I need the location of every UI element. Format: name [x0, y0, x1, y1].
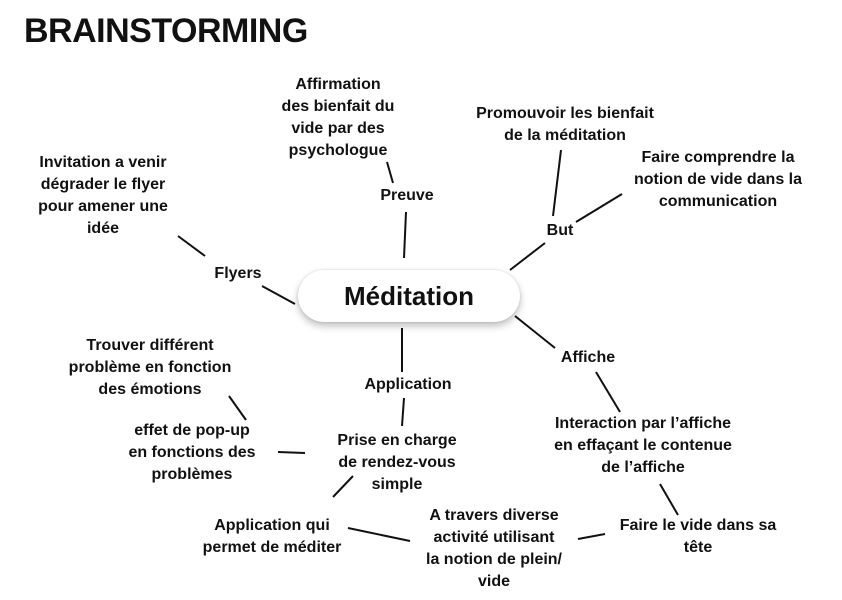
node-flyers: Flyers — [214, 265, 262, 282]
central-node: Méditation — [298, 270, 520, 322]
node-affiche: Affiche — [560, 349, 616, 366]
node-invitation: Invitation a venir dégrader le flyer pou… — [38, 154, 168, 237]
line-but-promouvoir — [552, 149, 562, 217]
line-effet-prise — [277, 451, 306, 454]
line-but-fairecomprendre — [575, 193, 623, 223]
node-faire-le-vide: Faire le vide dans sa tête — [619, 517, 777, 556]
node-a-travers: A travers diverse activité utilisant la … — [426, 507, 562, 590]
line-center-but — [509, 242, 546, 271]
node-faire-comprendre: Faire comprendre la notion de vide dans … — [633, 149, 803, 210]
line-center-flyers — [261, 285, 296, 305]
line-flyers-invitation — [177, 235, 206, 257]
line-preuve-affirmation — [386, 161, 394, 184]
line-application-prise — [401, 397, 405, 427]
line-center-preuve — [403, 211, 407, 259]
line-atravers-fairevide — [577, 533, 606, 540]
node-prise: Prise en charge de rendez-vous simple — [337, 432, 457, 493]
node-interaction: Interaction par l’affiche en effaçant le… — [554, 415, 732, 476]
node-effet: effet de pop-up en fonctions des problèm… — [128, 422, 256, 483]
line-interaction-fairevide — [659, 483, 679, 516]
node-application-qui: Application qui permet de méditer — [202, 517, 342, 556]
node-trouver: Trouver différent problème en fonction d… — [68, 337, 232, 398]
line-appqui-atravers — [347, 527, 411, 542]
page-title: BRAINSTORMING — [24, 12, 308, 50]
line-prise-appqui — [332, 475, 354, 498]
node-preuve: Preuve — [380, 187, 434, 204]
node-affirmation: Affirmation des bienfait du vide par des… — [281, 76, 395, 159]
node-application: Application — [364, 376, 452, 393]
node-but: But — [546, 222, 574, 239]
node-promouvoir: Promouvoir les bienfait de la méditation — [476, 105, 654, 144]
line-center-affiche — [514, 315, 556, 349]
line-affiche-interaction — [595, 371, 621, 413]
line-trouver-effet — [228, 395, 247, 421]
